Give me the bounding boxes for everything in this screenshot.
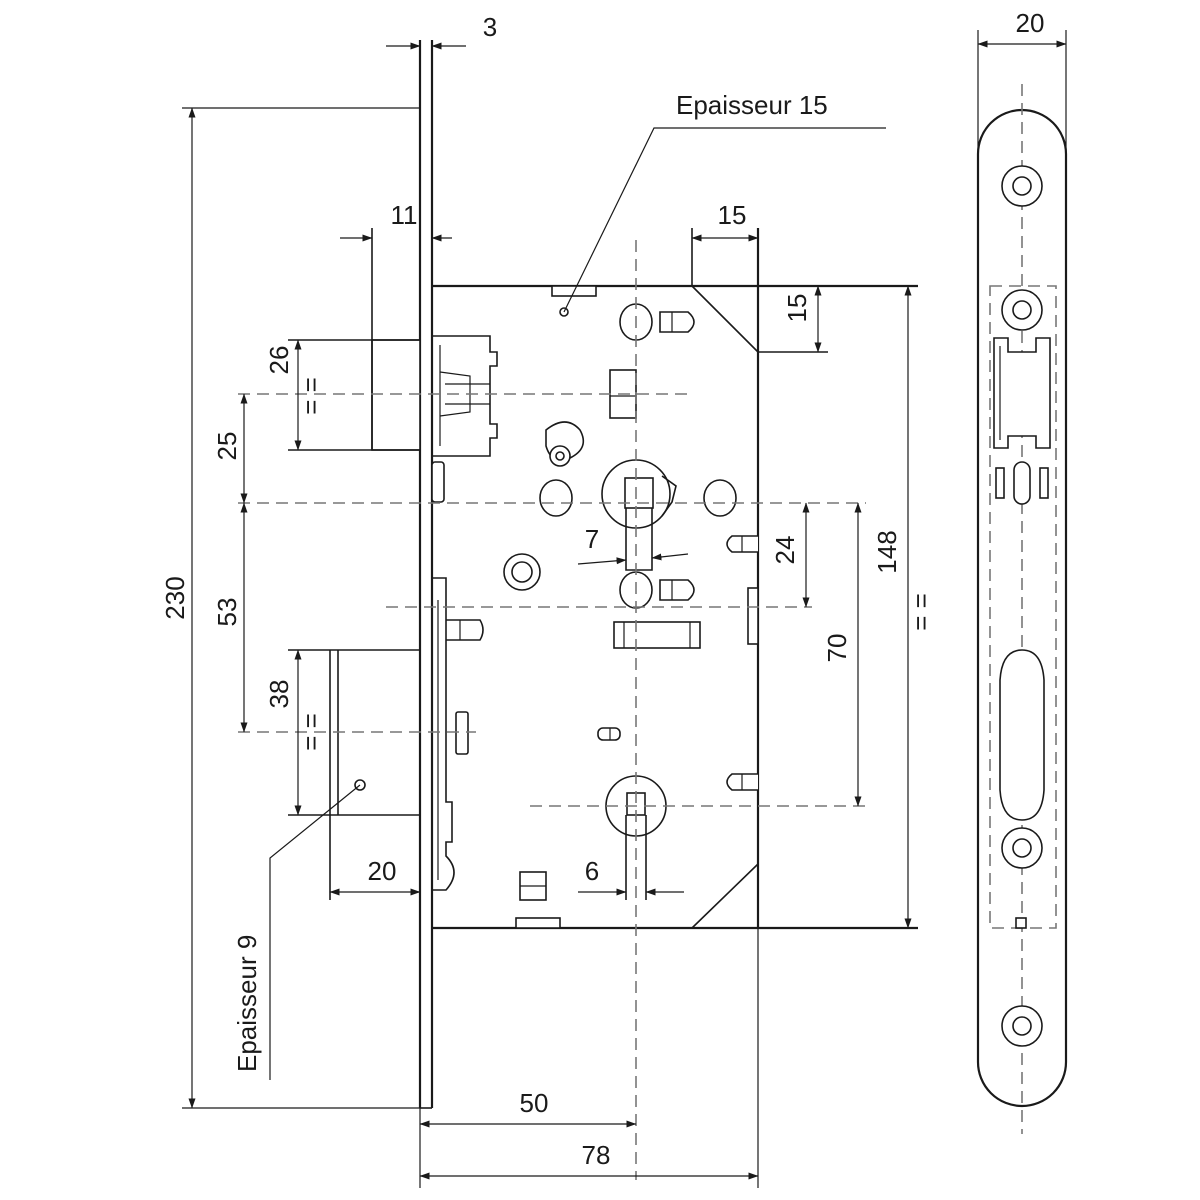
dim-handle-to-key: 53	[212, 598, 242, 627]
dim-case-depth: 78	[582, 1140, 611, 1170]
dim-latch-center-mark: = =	[296, 377, 326, 415]
faceplate-small-mark	[1015, 917, 1027, 929]
dim-spindle-gap: 24	[770, 536, 800, 565]
lock-side-view: 3 230 11 15 15 26 = = 25 53 38 = = 20 7 …	[160, 12, 936, 1188]
dim-corner-horizontal: 15	[718, 200, 747, 230]
dim-axis-distance: 70	[822, 634, 852, 663]
axis-lines	[238, 240, 870, 1180]
dim-key-square: 6	[585, 856, 599, 886]
dimension-lines	[188, 42, 912, 1180]
dim-backset: 50	[520, 1088, 549, 1118]
dim-bolt-projection: 20	[368, 856, 397, 886]
dim-case-center-mark: = =	[906, 593, 936, 631]
faceplate-bolt-opening	[999, 649, 1045, 821]
label-thickness-15: Epaisseur 15	[676, 90, 828, 120]
dim-case-height: 148	[872, 530, 902, 573]
dim-bolt-center-mark: = =	[296, 713, 326, 751]
dim-corner-vertical: 15	[782, 294, 812, 323]
dim-faceplate-width: 20	[1016, 8, 1045, 38]
faceplate-screw-top	[1001, 165, 1043, 207]
faceplate-screw-upper	[1001, 289, 1043, 331]
faceplate-screw-lower	[1001, 827, 1043, 869]
faceplate-small-openings	[995, 461, 1049, 505]
extension-lines	[182, 107, 886, 1188]
label-thickness-9: Epaisseur 9	[232, 935, 262, 1072]
faceplate-view: 20	[976, 8, 1068, 1134]
faceplate-screw-bottom	[1001, 1005, 1043, 1047]
dim-bolt-height: 38	[264, 680, 294, 709]
dim-follower-square: 7	[585, 524, 599, 554]
dim-latch-projection: 11	[391, 200, 418, 230]
faceplate-latch-opening	[993, 337, 1051, 449]
lock-case	[432, 228, 918, 930]
dim-faceplate-thickness: 3	[483, 12, 497, 42]
dim-latch-height: 26	[264, 346, 294, 375]
dead-bolt	[288, 577, 484, 900]
dim-follower-offset: 25	[212, 432, 242, 461]
dim-total-height: 230	[160, 576, 190, 619]
faceplate-front	[418, 40, 434, 1109]
dimension-labels: 3 230 11 15 15 26 = = 25 53 38 = = 20 7 …	[160, 12, 936, 1170]
latch-bolt	[288, 228, 498, 503]
